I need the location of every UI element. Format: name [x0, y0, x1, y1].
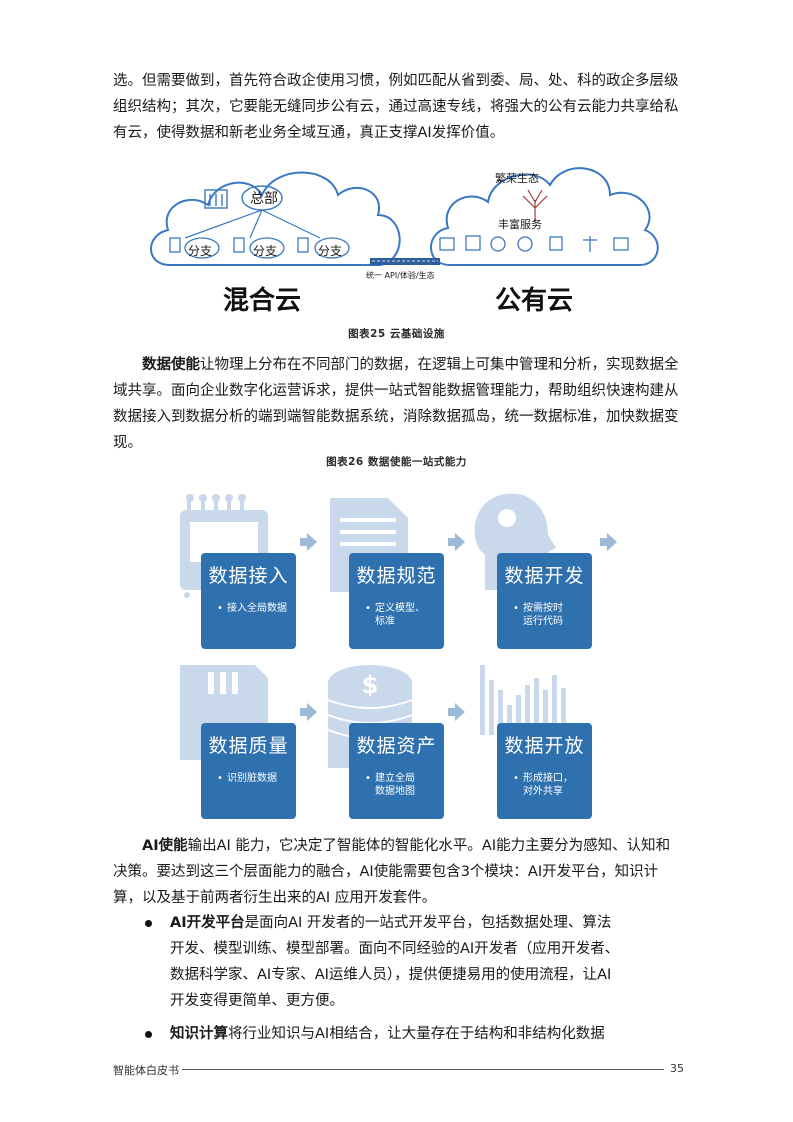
svg-text:$: $ — [362, 671, 379, 699]
card-data-quality: 数据质量 识别脏数据 — [201, 723, 296, 819]
data-enable-paragraph: 数据使能让物理上分布在不同部门的数据，在逻辑上可集中管理和分析，实现数据全域共享… — [113, 352, 683, 456]
tree-icon — [522, 189, 548, 222]
hq-label: 总部 — [250, 191, 278, 207]
card-data-spec: 数据规范 定义模型、 标准 — [349, 553, 444, 649]
card-data-ingest: 数据接入 接入全局数据 — [201, 553, 296, 649]
card-item: 建立全局 数据地图 — [365, 772, 444, 798]
bullet-icon — [145, 1031, 152, 1038]
rich-services-label: 丰富服务 — [498, 218, 542, 231]
arrow-right-icon — [300, 703, 317, 721]
arrow-right-icon — [448, 703, 465, 721]
bullet-knowledge-computing: 知识计算将行业知识与AI相结合，让大量存在于结构和非结构化数据 — [170, 1021, 640, 1047]
card-title: 数据规范 — [356, 565, 437, 587]
card-title: 数据接入 — [208, 565, 289, 587]
card-item: 识别脏数据 — [217, 772, 296, 785]
card-item: 按需按时 运行代码 — [513, 602, 592, 628]
intro-paragraph: 选。但需要做到，首先符合政企使用习惯，例如匹配从省到委、局、处、科的政企多层级组… — [113, 73, 679, 141]
bullet-icon — [145, 920, 152, 927]
footer-rule — [182, 1069, 664, 1070]
bridge-label: 统一 API/体验/生态 — [366, 271, 435, 280]
card-item: 定义模型、 标准 — [365, 602, 444, 628]
card-data-open: 数据开放 形成接口， 对外共享 — [497, 723, 592, 819]
data-enable-text: 让物理上分布在不同部门的数据，在逻辑上可集中管理和分析，实现数据全域共享。面向企… — [113, 357, 679, 451]
hybrid-cloud-outline — [150, 171, 401, 266]
card-title: 数据开发 — [504, 565, 585, 587]
ai-enable-term: AI使能 — [142, 838, 188, 854]
figure25-caption: 图表25 云基础设施 — [348, 328, 445, 340]
bullet-ai-dev-platform: AI开发平台是面向AI 开发者的一站式开发平台，包括数据处理、算法开发、模型训练… — [170, 910, 622, 1014]
branch-label-1: 分支 — [188, 244, 213, 258]
public-cloud-outline — [430, 167, 659, 266]
service-icons — [439, 235, 629, 252]
card-data-asset: 数据资产 建立全局 数据地图 — [349, 723, 444, 819]
prosperous-label: 繁荣生态 — [495, 172, 539, 185]
card-item: 形成接口， 对外共享 — [513, 772, 592, 798]
figure26-caption: 图表26 数据使能一站式能力 — [326, 456, 467, 468]
arrow-right-icon — [448, 533, 465, 551]
arrow-right-icon — [300, 533, 317, 551]
footer-title: 智能体白皮书 — [113, 1064, 179, 1077]
bullet-text: 是面向AI 开发者的一站式开发平台，包括数据处理、算法开发、模型训练、模型部署。… — [170, 915, 620, 1009]
ai-enable-paragraph: AI使能输出AI 能力，它决定了智能体的智能化水平。AI能力主要分为感知、认知和… — [113, 833, 683, 911]
arrow-right-icon — [600, 533, 617, 551]
bullet-term: 知识计算 — [170, 1026, 228, 1042]
building-icon — [204, 189, 228, 209]
card-data-dev: 数据开发 按需按时 运行代码 — [497, 553, 592, 649]
ai-enable-text: 输出AI 能力，它决定了智能体的智能化水平。AI能力主要分为感知、认知和决策。要… — [113, 838, 671, 906]
branch-label-3: 分支 — [318, 244, 343, 258]
bar-chart-icon — [480, 665, 566, 735]
public-cloud-label: 公有云 — [495, 286, 574, 316]
cloud-infrastructure-diagram — [150, 167, 659, 266]
hybrid-cloud-label: 混合云 — [223, 286, 302, 316]
data-enable-term: 数据使能 — [142, 357, 200, 373]
bullet-term: AI开发平台 — [170, 915, 245, 931]
card-title: 数据资产 — [356, 735, 437, 757]
page-number: 35 — [670, 1062, 684, 1075]
branch-label-2: 分支 — [253, 244, 278, 258]
card-item: 接入全局数据 — [217, 602, 296, 615]
card-title: 数据开放 — [504, 735, 585, 757]
bullet-text: 将行业知识与AI相结合，让大量存在于结构和非结构化数据 — [228, 1026, 605, 1042]
card-title: 数据质量 — [208, 735, 289, 757]
